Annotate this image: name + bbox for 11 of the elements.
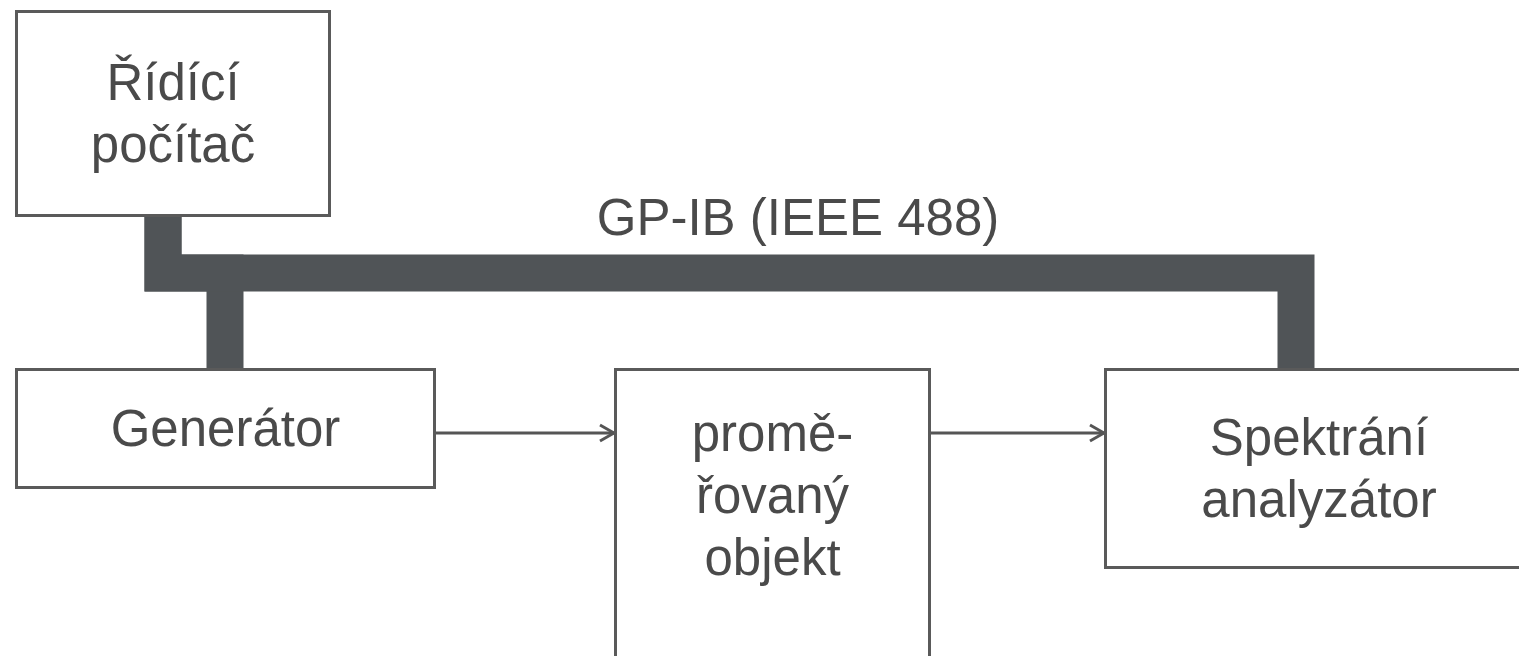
arrow bbox=[931, 423, 1106, 443]
block-box bbox=[1104, 368, 1519, 569]
block-box bbox=[15, 368, 436, 489]
block-label: Řídící počítač bbox=[89, 52, 257, 175]
block-label: Generátor bbox=[109, 398, 342, 459]
block-box bbox=[15, 10, 331, 217]
block-box bbox=[614, 368, 931, 656]
block-label: promě- řovaný objekt bbox=[690, 404, 855, 588]
arrow bbox=[436, 423, 616, 443]
block-label: Spektrání analyzátor bbox=[1200, 407, 1438, 530]
edge-label: GP-IB (IEEE 488) bbox=[596, 188, 1000, 247]
